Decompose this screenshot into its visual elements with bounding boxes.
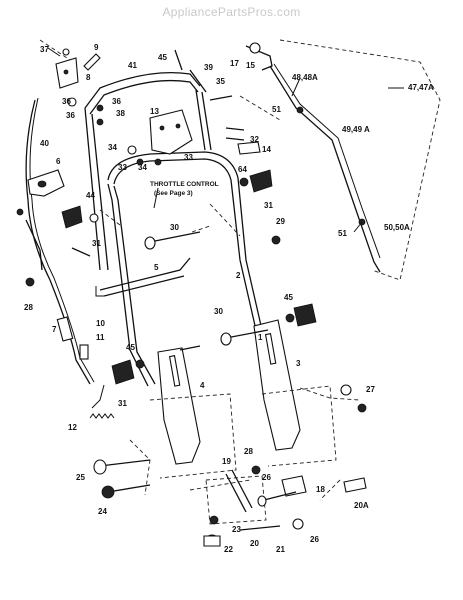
callout-31c: 31: [118, 399, 127, 408]
callout-3: 3: [296, 359, 301, 368]
callout-48-48a: 48,48A: [292, 73, 318, 82]
engine-zone-control-lever-part-15: [245, 39, 441, 281]
wing-knob-part-31-bottom: [111, 359, 135, 385]
callout-15: 15: [246, 61, 255, 70]
callout-17: 17: [230, 59, 239, 68]
watermark: AppliancePartsPros.com: [162, 5, 301, 19]
callout-34: 34: [108, 143, 117, 152]
lower-handle-part-2: [107, 151, 263, 387]
throttle-control-note: THROTTLE CONTROL (See Page 3): [150, 181, 219, 197]
callout-23: 23: [232, 525, 241, 534]
wing-knob-part-45-right: [293, 303, 317, 327]
callout-31: 31: [264, 201, 273, 210]
control-rod-part-5: [95, 257, 191, 297]
callout-27: 27: [366, 385, 375, 394]
callout-50-50a: 50,50A: [384, 223, 410, 232]
callout-20: 20: [250, 539, 259, 548]
callout-36b: 36: [112, 97, 121, 106]
callout-34b: 34: [138, 163, 147, 172]
nuts-and-washers: [16, 48, 367, 546]
callout-51: 51: [272, 105, 281, 114]
callout-20a: 20A: [354, 501, 369, 510]
callout-24: 24: [98, 507, 107, 516]
cap-part-22: [203, 535, 221, 547]
control-plate-part-13: [149, 109, 193, 155]
note-line-1: THROTTLE CONTROL: [150, 181, 219, 188]
callout-7: 7: [52, 325, 57, 334]
callout-45: 45: [158, 53, 167, 62]
callout-28b: 28: [244, 447, 253, 456]
clip-part-9: [83, 53, 101, 71]
callout-13: 13: [150, 107, 159, 116]
callout-35: 35: [216, 77, 225, 86]
callout-5: 5: [154, 263, 159, 272]
callout-33b: 33: [184, 153, 193, 162]
callout-49-49a: 49,49 A: [342, 125, 370, 134]
callout-25: 25: [76, 473, 85, 482]
callout-18: 18: [316, 485, 325, 494]
callout-26: 26: [262, 473, 271, 482]
assembly-guide-lines: [39, 39, 361, 501]
spring-part-12: [89, 384, 115, 419]
callout-4: 4: [200, 381, 205, 390]
callout-29: 29: [276, 217, 285, 226]
callout-45c: 45: [126, 343, 135, 352]
part-callouts: 37 9 8 36 41 45 39 17 15 48,48A 47,47A 3…: [24, 43, 434, 554]
callout-6: 6: [56, 157, 61, 166]
wing-knob-part-31-right: [249, 169, 273, 193]
callout-36: 36: [62, 97, 71, 106]
callout-31b: 31: [92, 239, 101, 248]
callout-64: 64: [238, 165, 247, 174]
callout-28: 28: [24, 303, 33, 312]
callout-21: 21: [276, 545, 285, 554]
upper-handle-part-41: [84, 71, 212, 271]
callout-38: 38: [116, 109, 125, 118]
callout-9: 9: [94, 43, 99, 52]
carriage-bolts: [93, 49, 269, 499]
callout-11: 11: [96, 333, 105, 342]
leader-lines: [47, 47, 404, 233]
callout-22: 22: [224, 545, 233, 554]
bracket-part-6: [27, 169, 65, 197]
right-bracket-part-3: [253, 319, 337, 467]
callout-1: 1: [258, 333, 263, 342]
callout-40: 40: [40, 139, 49, 148]
callout-32: 32: [250, 135, 259, 144]
wing-knob-part-31-left: [61, 205, 83, 229]
callout-14: 14: [262, 145, 271, 154]
left-bracket-part-4: [149, 347, 237, 479]
callout-12: 12: [68, 423, 77, 432]
bracket-part-8: [55, 57, 79, 89]
callout-19: 19: [222, 457, 231, 466]
callout-37: 37: [40, 45, 49, 54]
callout-26b: 26: [310, 535, 319, 544]
control-cable-part-7: [25, 97, 95, 385]
callout-10: 10: [96, 319, 105, 328]
note-line-2: (See Page 3): [154, 190, 193, 197]
callout-8: 8: [86, 73, 91, 82]
callout-41: 41: [128, 61, 137, 70]
callout-30b: 30: [214, 307, 223, 316]
callout-39: 39: [204, 63, 213, 72]
callout-45b: 45: [284, 293, 293, 302]
callout-47-47a: 47,47A: [408, 83, 434, 92]
callout-30: 30: [170, 223, 179, 232]
callout-51b: 51: [338, 229, 347, 238]
callout-33: 33: [118, 163, 127, 172]
callout-2: 2: [236, 271, 241, 280]
clamp-part-14: [237, 141, 261, 155]
callout-36c: 36: [66, 111, 75, 120]
callout-44: 44: [86, 191, 95, 200]
lower-linkage: [25, 219, 367, 531]
